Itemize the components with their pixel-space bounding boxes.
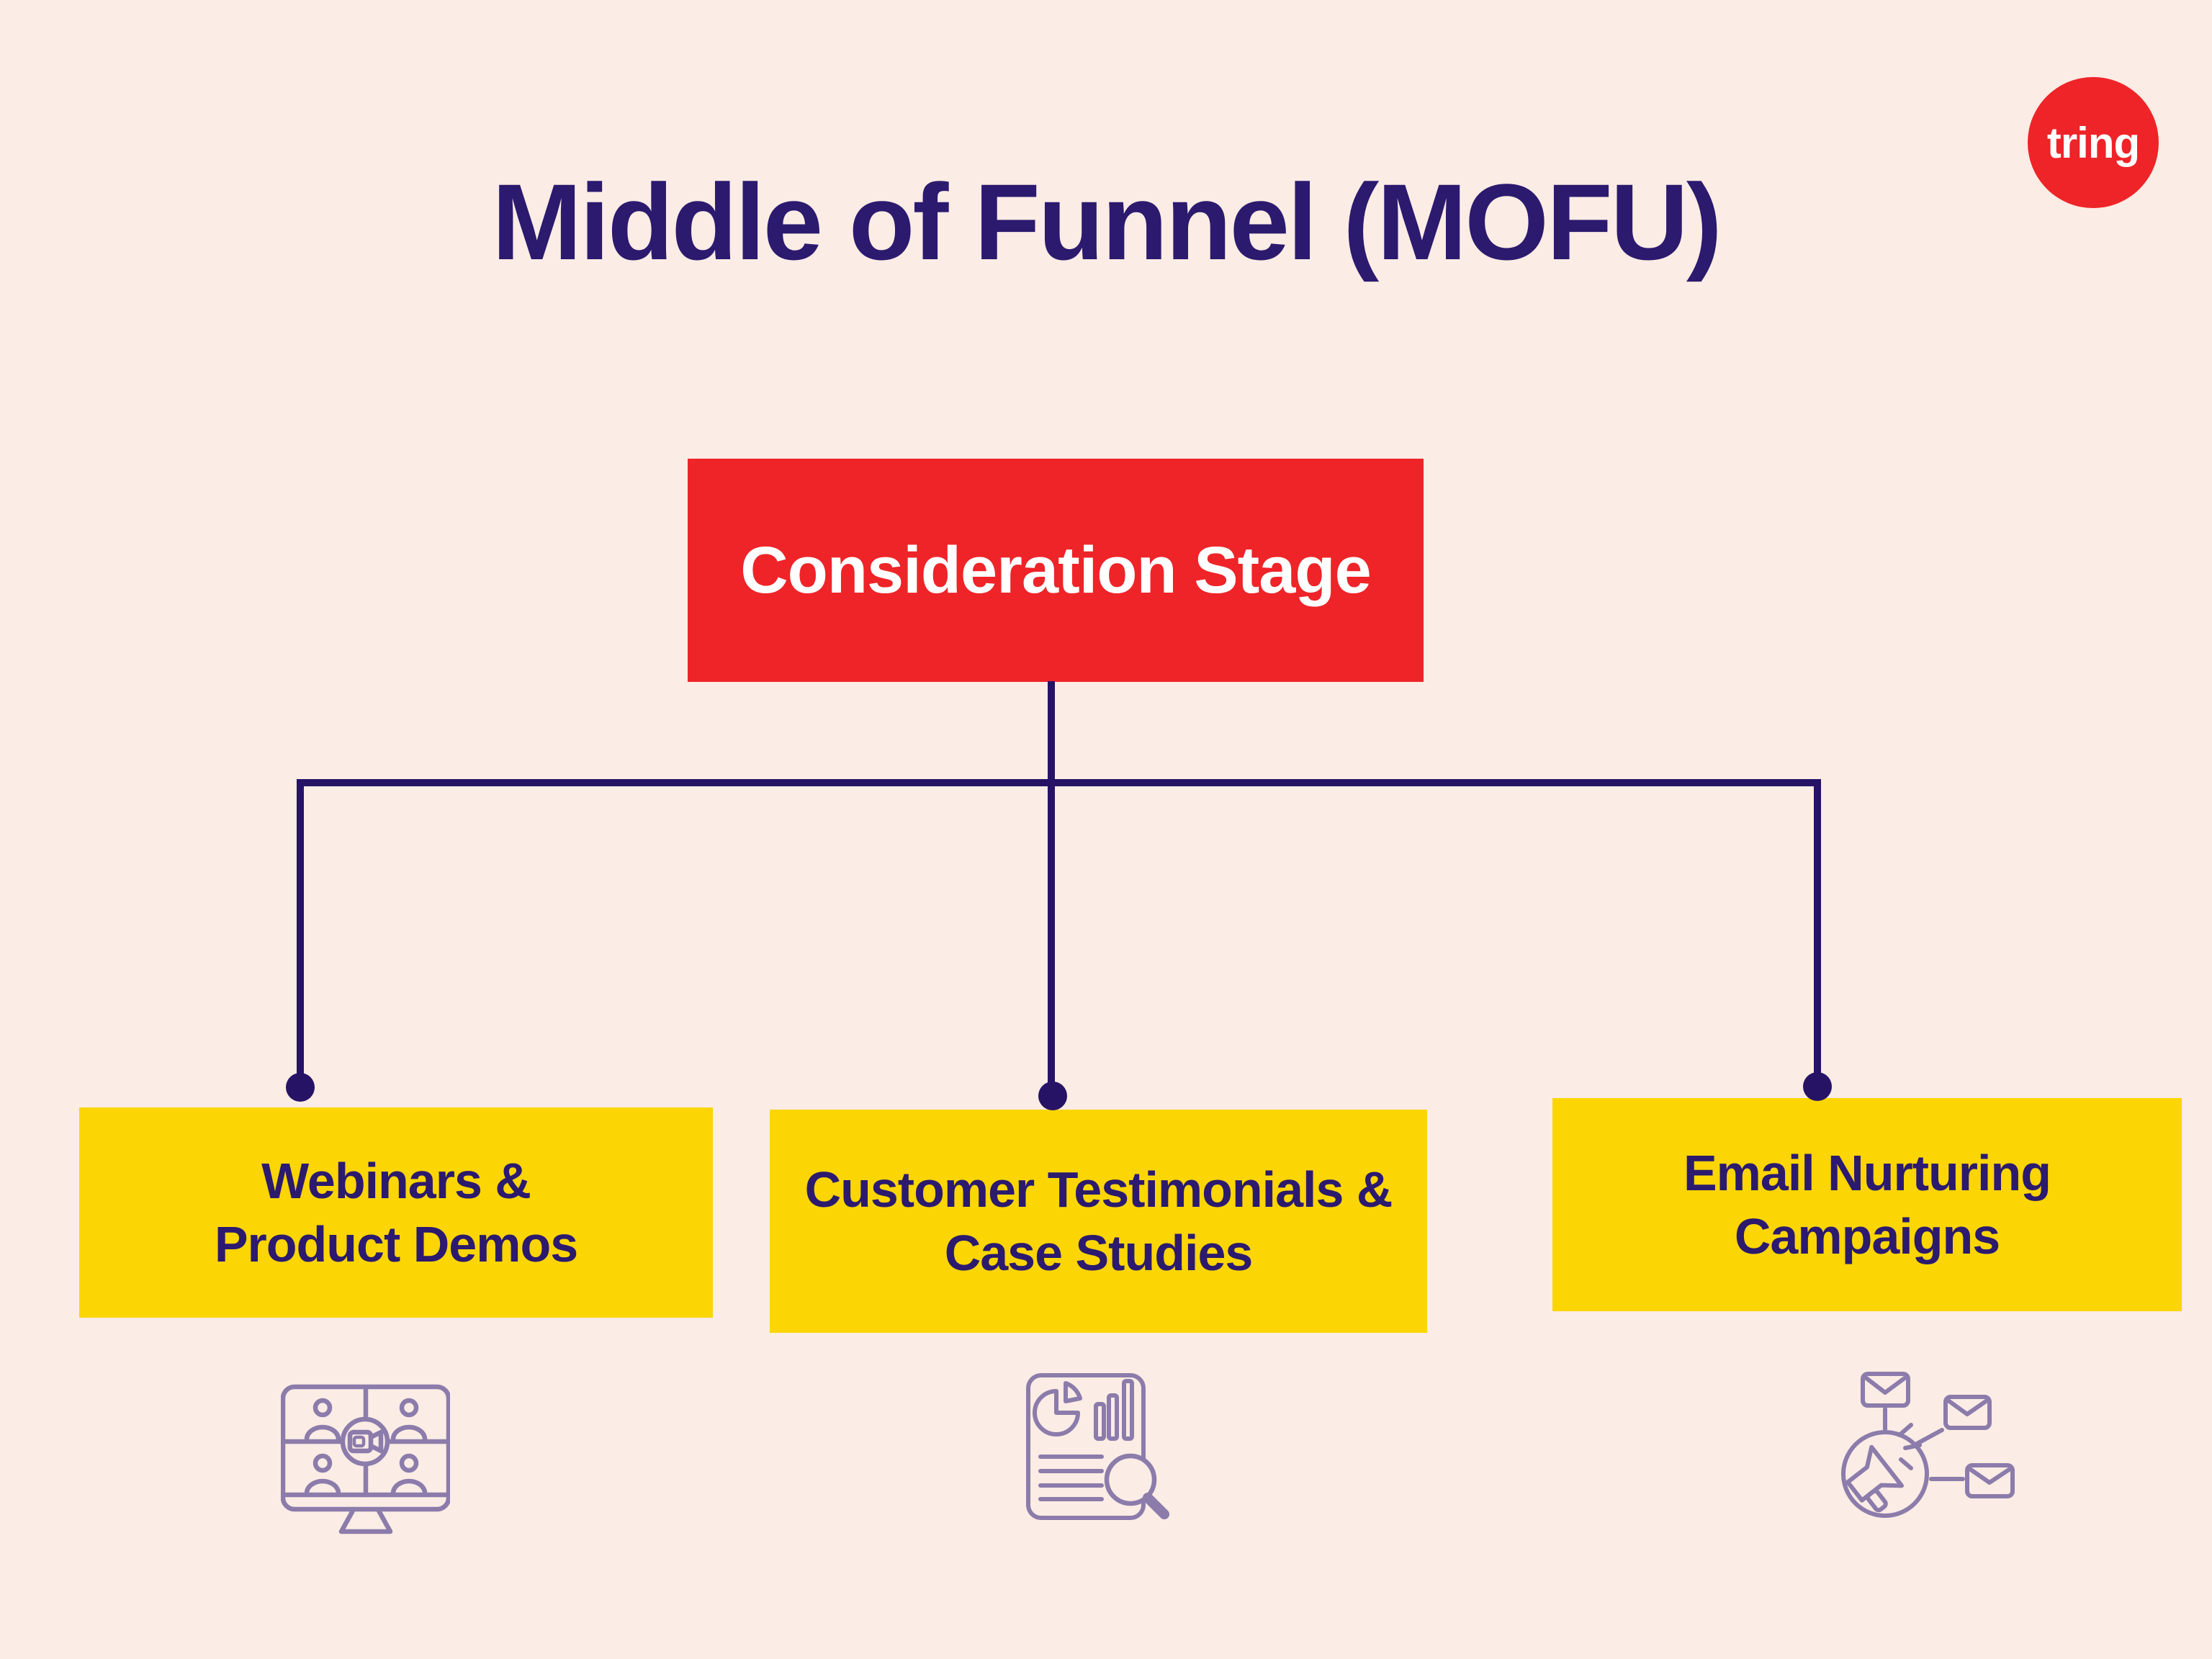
connector-rail [297,779,1821,786]
tring-logo-label: tring [2046,118,2140,167]
tactic-box-webinars: Webinars & Product Demos [79,1107,713,1318]
tactic-label-line: Customer Testimonials & [804,1161,1393,1218]
tring-logo: tring [2028,77,2159,208]
email-campaign-icon [1815,1363,2023,1532]
tactic-label-line: Email Nurturing [1683,1144,2051,1201]
report-analysis-icon [1026,1372,1188,1534]
connector-drop-right [1814,779,1821,1094]
connector-dot-left [286,1073,315,1102]
connector-dot-right [1803,1072,1832,1101]
connector-stem [1048,681,1055,1096]
connector-dot-center [1038,1082,1067,1110]
connector-drop-left [297,779,304,1094]
page-title: Middle of Funnel (MOFU) [492,161,1722,282]
video-conference-icon [281,1384,450,1537]
tactic-label-line: Campaigns [1734,1208,2000,1264]
tactic-label-line: Product Demos [214,1216,578,1272]
tactic-label-line: Case Studies [944,1225,1254,1281]
consideration-stage-label: Consideration Stage [740,533,1372,607]
tactic-box-email: Email Nurturing Campaigns [1552,1098,2182,1311]
consideration-stage-box: Consideration Stage [688,459,1424,682]
tactic-label-line: Webinars & [261,1152,531,1209]
tactic-box-testimonials: Customer Testimonials & Case Studies [770,1110,1427,1333]
